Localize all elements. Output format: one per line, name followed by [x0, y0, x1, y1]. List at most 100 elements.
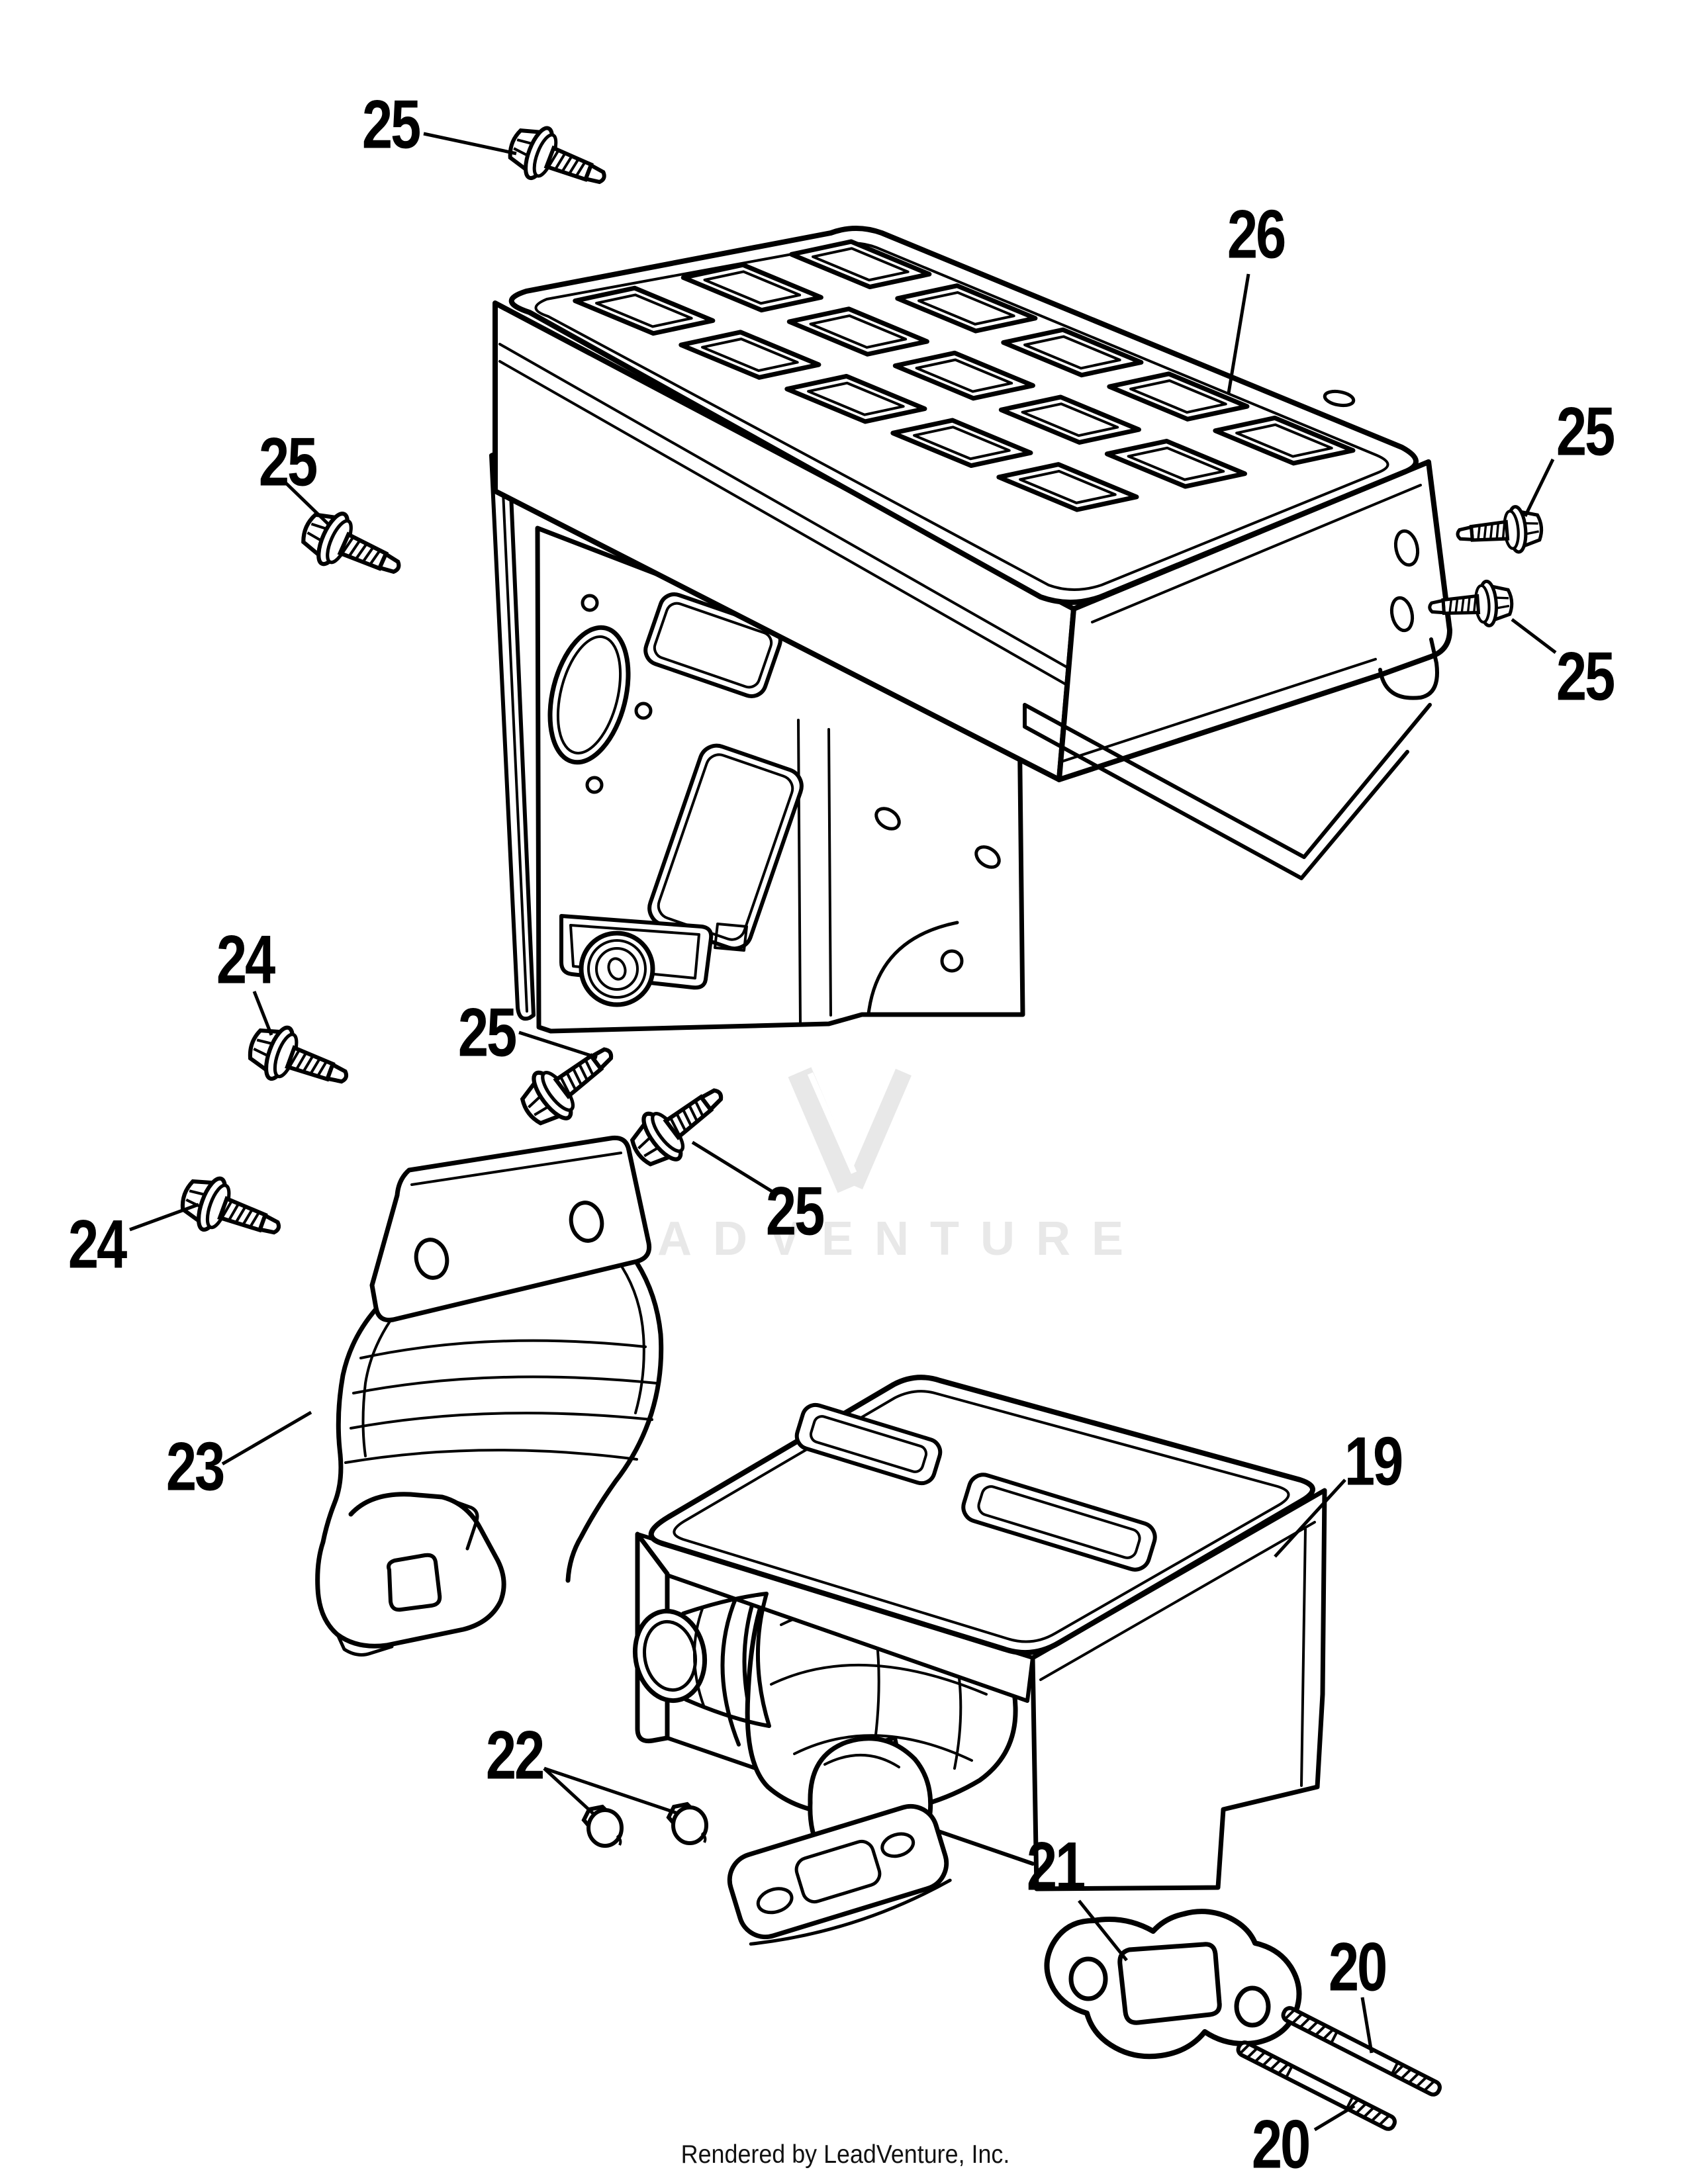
callout-25[interactable]: 25 — [1556, 638, 1616, 715]
drawing-line — [498, 343, 1070, 686]
drawing-line — [1393, 529, 1420, 567]
part-upper-heat-shield-shroud — [489, 451, 1025, 1034]
cover26-top-hole — [1323, 389, 1356, 408]
bracket23-foot-hole — [387, 1553, 442, 1612]
shroud-oval-cutout — [547, 625, 631, 765]
callout-25[interactable]: 25 — [1556, 393, 1616, 470]
shroud-hole — [581, 594, 599, 612]
drawing-line — [727, 1803, 949, 1940]
flange-bolt — [175, 1169, 287, 1253]
watermark-v-logo-left-stroke — [788, 1067, 861, 1193]
flange-bolt — [503, 118, 614, 203]
callout-24[interactable]: 24 — [68, 1206, 129, 1283]
callout-leader-line — [1523, 458, 1555, 518]
drawing-line — [361, 1266, 645, 1457]
shroud-ribbed-boss — [579, 931, 655, 1007]
part-26-engine-shroud-cover — [492, 226, 1452, 880]
muffler-outlet-pipe — [632, 1592, 771, 1728]
small-bolt — [669, 1804, 706, 1843]
cover26-vent-slot-inner — [809, 314, 908, 349]
drawing-line — [874, 807, 901, 831]
cover26-flange-hole — [1389, 596, 1415, 633]
callout-leader-line — [285, 482, 330, 525]
flange-bolt — [295, 502, 409, 593]
cover26-vent-slot-inner — [913, 426, 1011, 461]
flange-bolt — [1456, 504, 1543, 557]
drawing-line — [410, 1152, 622, 1186]
drawing-line — [556, 635, 622, 754]
watermark-v-logo-split — [807, 1072, 857, 1174]
drawing-line — [440, 1495, 479, 1551]
drawing-line — [714, 923, 748, 952]
cover26-vent-slot-inner — [595, 293, 693, 328]
drawing-line — [693, 1606, 706, 1709]
shroud-pocket-arc — [867, 921, 959, 1016]
callout-25[interactable]: 25 — [362, 86, 422, 163]
drawing-line — [647, 743, 804, 951]
callout-25[interactable]: 25 — [259, 424, 318, 500]
callout-leader-line — [1227, 273, 1250, 394]
callout-leader-line — [543, 1767, 596, 1816]
callout-leader-line — [1313, 2104, 1356, 2132]
cover26-vent-slot-inner — [703, 270, 802, 305]
drawing-line — [977, 1485, 1141, 1559]
drawing-line — [749, 1878, 952, 1946]
callout-21[interactable]: 21 — [1027, 1828, 1086, 1905]
callout-leader-line — [691, 1140, 773, 1193]
callout-leader-line — [1511, 618, 1557, 654]
shroud-left-strip — [489, 451, 536, 1021]
callout-25[interactable]: 25 — [766, 1173, 825, 1250]
cover26-vent-slot-inner — [1023, 335, 1121, 370]
cover26-vent-slot-inner — [1021, 402, 1119, 437]
footer-credit: Rendered by LeadVenture, Inc. — [681, 2140, 1010, 2169]
gasket-bolt-hole — [1068, 1956, 1108, 2001]
flange-center-opening — [794, 1839, 882, 1904]
drawing-line — [607, 957, 627, 981]
drawing-line — [653, 602, 773, 689]
cover26-vent-slot-inner — [812, 247, 910, 282]
flange-bolt — [512, 1030, 626, 1135]
flange-bolt-hole — [880, 1832, 915, 1858]
drawing-line — [961, 1473, 1157, 1572]
gasket-outline — [1044, 1909, 1302, 2060]
drawing-line — [1323, 389, 1356, 408]
drawing-line — [1091, 484, 1422, 623]
callout-24[interactable]: 24 — [216, 921, 277, 998]
drawing-line — [547, 625, 631, 765]
drawing-line — [681, 1592, 771, 1728]
flange-bolt-hole — [756, 1887, 794, 1915]
shield19-top-crease — [673, 1390, 1290, 1643]
leadventure-watermark: LEADVENTURE — [554, 1067, 1123, 1265]
drawing-line — [336, 1633, 394, 1657]
bracket23-channel — [315, 1260, 664, 1649]
gasket-center-opening — [1117, 1942, 1222, 2025]
cover26-vent-slot-inner — [807, 381, 905, 416]
drawing-line — [974, 845, 1001, 869]
drawing-line — [569, 924, 700, 979]
callout-leader-line — [1078, 1899, 1128, 1962]
callout-25[interactable]: 25 — [458, 994, 518, 1071]
callout-leader-line — [543, 1766, 679, 1815]
bracket23-top-plate — [369, 1135, 652, 1323]
callout-23[interactable]: 23 — [166, 1428, 226, 1505]
cover26-bottom-hook — [1378, 637, 1439, 700]
callout-leader-line — [518, 1030, 598, 1060]
drawing-line — [1039, 1521, 1316, 1787]
part-19-muffler-heat-shield — [632, 1375, 1327, 1891]
cover26-top-face — [508, 226, 1419, 606]
part-23-muffler-bracket — [315, 1135, 664, 1657]
callout-26[interactable]: 26 — [1227, 196, 1287, 273]
callout-20[interactable]: 20 — [1329, 1929, 1388, 2005]
callout-20[interactable]: 20 — [1252, 2106, 1311, 2183]
shroud-pocket-hole — [940, 949, 964, 973]
callout-leader-line — [129, 1203, 199, 1232]
callout-19[interactable]: 19 — [1344, 1423, 1404, 1500]
callouts-layer: 25 26 25 25 25 24 24 25 25 23 19 22 21 20 20 — [68, 86, 1616, 2183]
cover26-vent-slot-inner — [1129, 379, 1227, 414]
shroud-hole — [874, 807, 901, 831]
callout-22[interactable]: 22 — [486, 1717, 545, 1794]
drawing-line — [500, 462, 528, 1013]
callout-leader-line — [1274, 1479, 1346, 1558]
flange-bolt — [243, 1018, 355, 1103]
